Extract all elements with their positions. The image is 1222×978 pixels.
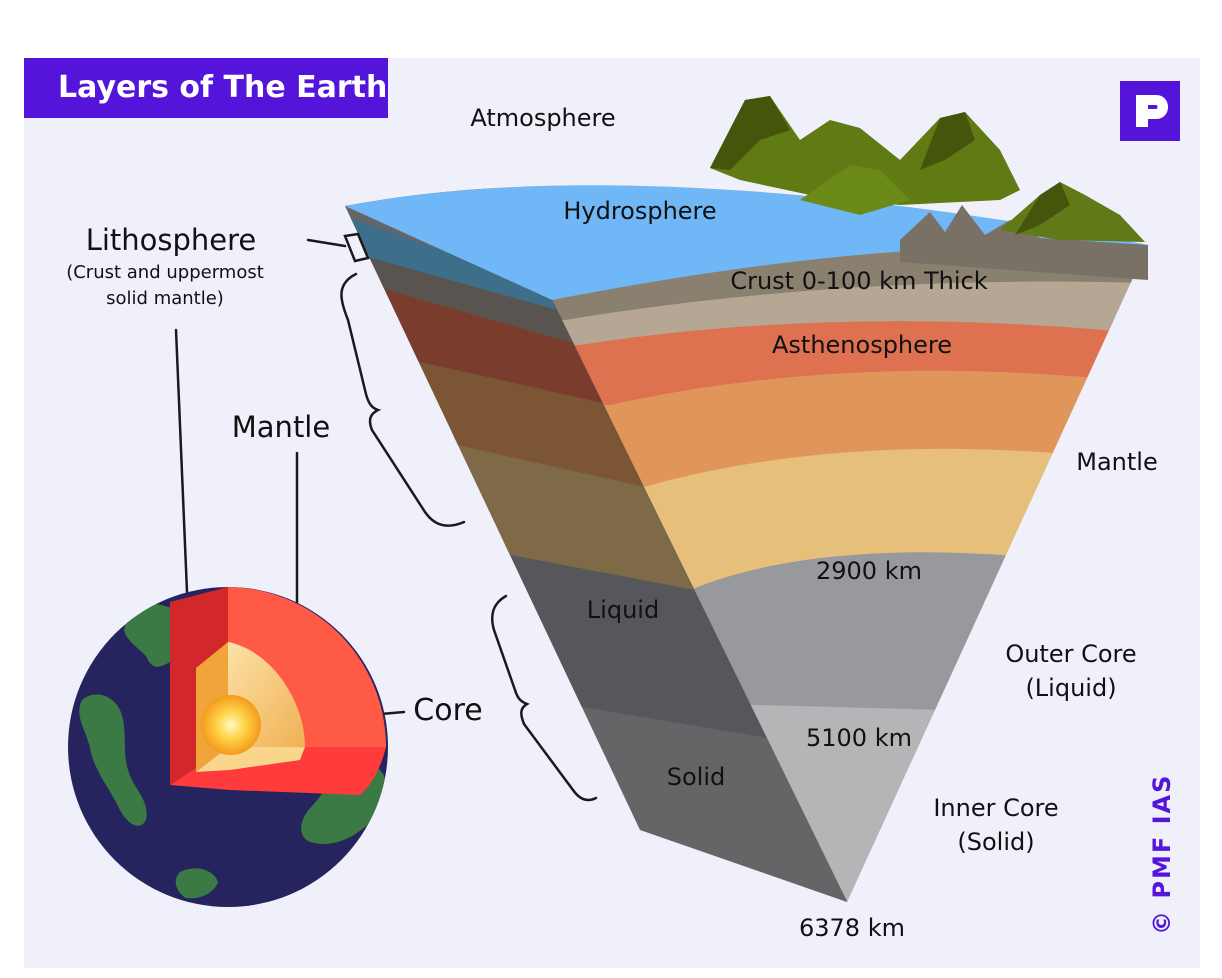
page-title: Layers of The Earth — [24, 58, 388, 118]
lithosphere-bracket — [306, 232, 370, 263]
core-brace — [490, 594, 598, 802]
core-label: Core — [413, 693, 482, 728]
liquid-label: Liquid — [587, 596, 659, 624]
section-edge-line — [551, 299, 848, 903]
depth-6378-label: 6378 km — [799, 914, 905, 942]
asthenosphere-label: Asthenosphere — [772, 331, 952, 359]
inner-core-label: Inner Core — [933, 794, 1058, 822]
mantle-brace — [340, 272, 466, 527]
earth-globe — [68, 587, 388, 907]
logo-glyph — [1136, 95, 1168, 127]
label-leaders — [174, 232, 598, 802]
depth-5100-label: 5100 km — [806, 724, 912, 752]
atmosphere-label: Atmosphere — [470, 104, 615, 132]
lithosphere-note-line1: (Crust and uppermost — [66, 262, 264, 283]
copyright-text: © PMF IAS — [1148, 773, 1176, 935]
lithosphere-note-line2: solid mantle) — [106, 288, 224, 309]
lithosphere-leader-line — [174, 328, 189, 594]
lithosphere-label: Lithosphere — [86, 223, 257, 257]
depth-2900-label: 2900 km — [816, 557, 922, 585]
mountains — [710, 96, 1148, 280]
mantle-right-label: Mantle — [1076, 448, 1157, 476]
outer-core-state-label: (Liquid) — [1025, 674, 1116, 702]
globe-inner-core — [201, 695, 261, 755]
solid-label: Solid — [667, 763, 726, 791]
hydrosphere-surface — [345, 185, 1148, 300]
pmf-logo-icon — [1120, 81, 1180, 141]
inner-core-state-label: (Solid) — [957, 828, 1034, 856]
outer-core-label: Outer Core — [1005, 640, 1136, 668]
hydrosphere-label: Hydrosphere — [563, 197, 716, 225]
hydrosphere-side — [345, 206, 565, 312]
crust-label: Crust 0-100 km Thick — [730, 267, 987, 295]
mantle-left-label: Mantle — [232, 410, 330, 444]
